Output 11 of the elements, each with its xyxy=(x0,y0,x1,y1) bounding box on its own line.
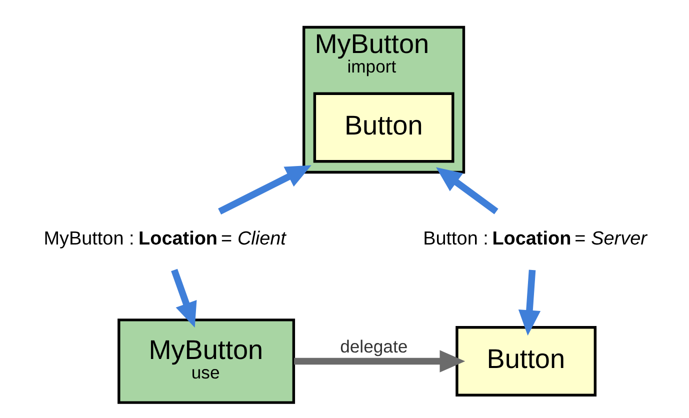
arrow xyxy=(294,350,466,372)
arrow xyxy=(218,164,312,214)
arrow xyxy=(518,269,541,336)
node-text: Button : Location = Server xyxy=(423,228,647,249)
arrow xyxy=(436,166,498,214)
arrow xyxy=(171,268,197,328)
edge-label: delegate xyxy=(340,336,408,356)
node-box: MyButton use xyxy=(118,318,296,404)
node-box: Button xyxy=(456,326,597,396)
node-text: MyButton : Location = Client xyxy=(44,228,286,249)
node-box: Button xyxy=(313,92,454,162)
